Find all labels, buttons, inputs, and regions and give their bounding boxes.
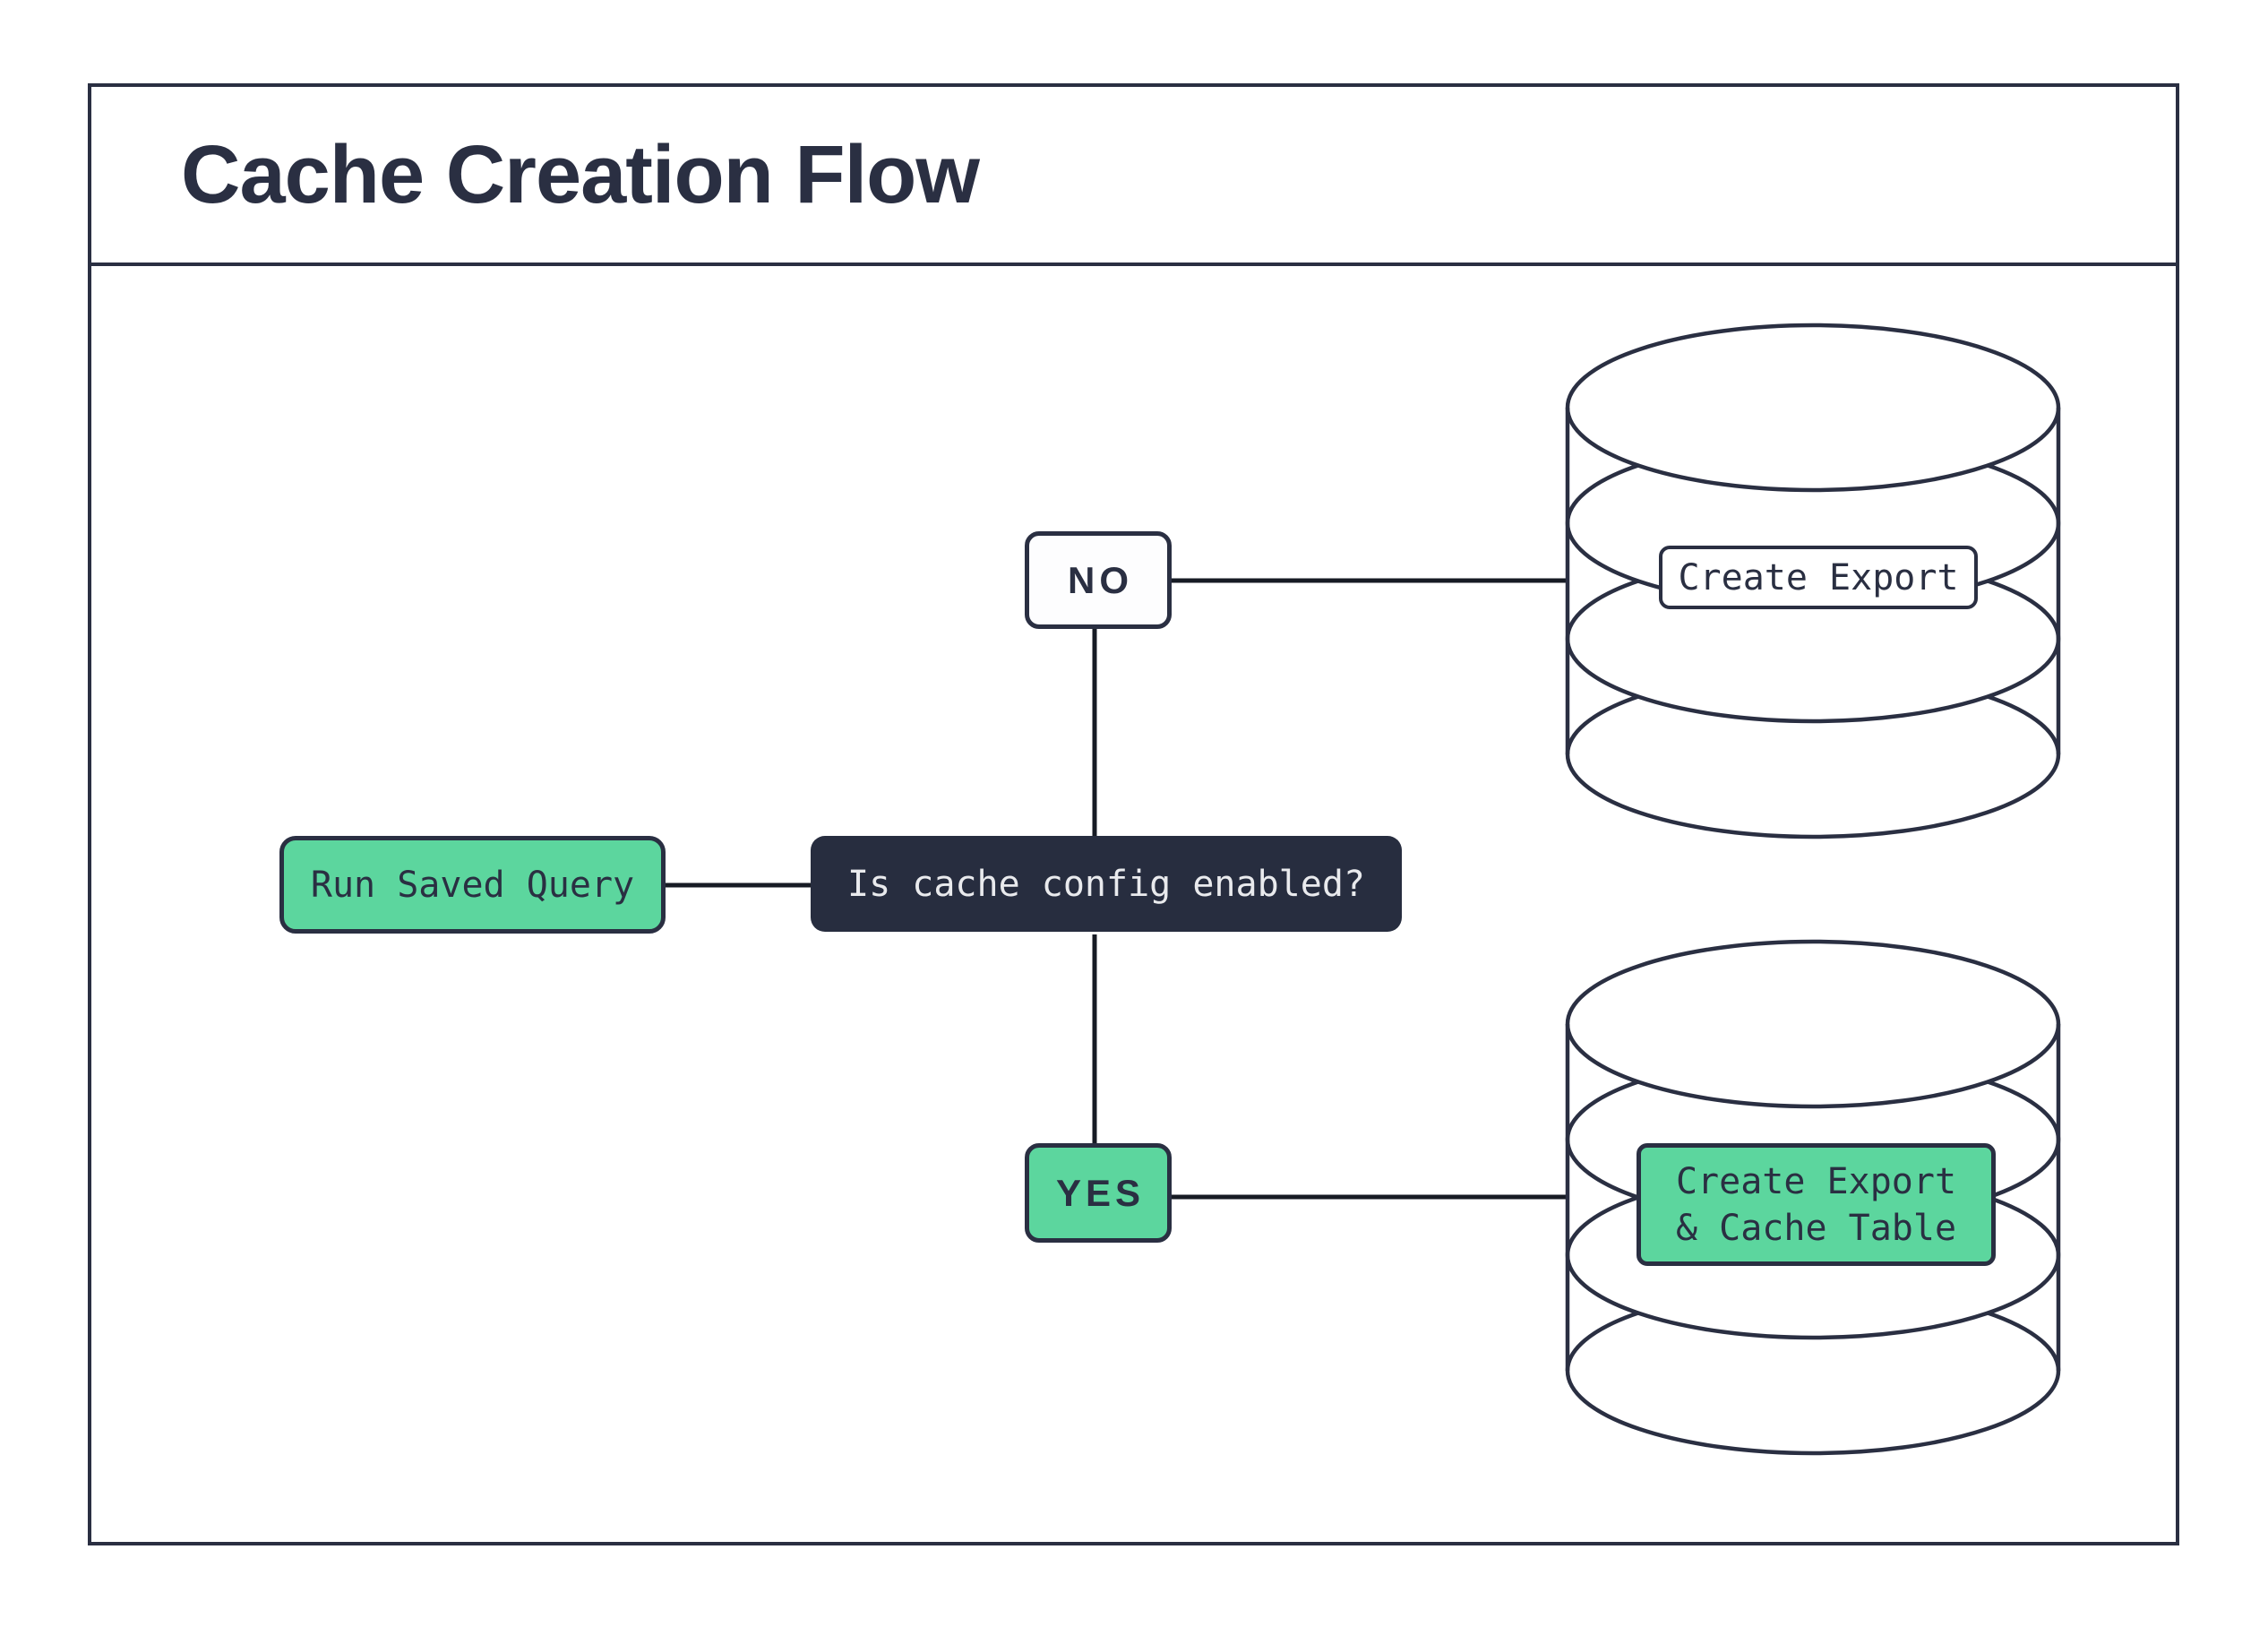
diagram-header: Cache Creation Flow — [91, 87, 2176, 266]
node-branch-yes: YES — [1025, 1143, 1172, 1243]
label-line-1: Create Export — [1675, 1160, 1957, 1202]
node-create-export-cache-label: Create Export & Cache Table — [1637, 1143, 1996, 1266]
node-create-export-label: Create Export — [1659, 546, 1978, 609]
cylinder-disk — [1565, 939, 2061, 1109]
page-title: Cache Creation Flow — [181, 128, 980, 220]
cylinder-disk — [1565, 323, 2061, 493]
node-run-saved-query: Run Saved Query — [279, 836, 666, 934]
node-branch-no: NO — [1025, 531, 1172, 629]
node-decision-cache-config: Is cache config enabled? — [811, 836, 1402, 932]
label-line-2: & Cache Table — [1675, 1207, 1957, 1249]
